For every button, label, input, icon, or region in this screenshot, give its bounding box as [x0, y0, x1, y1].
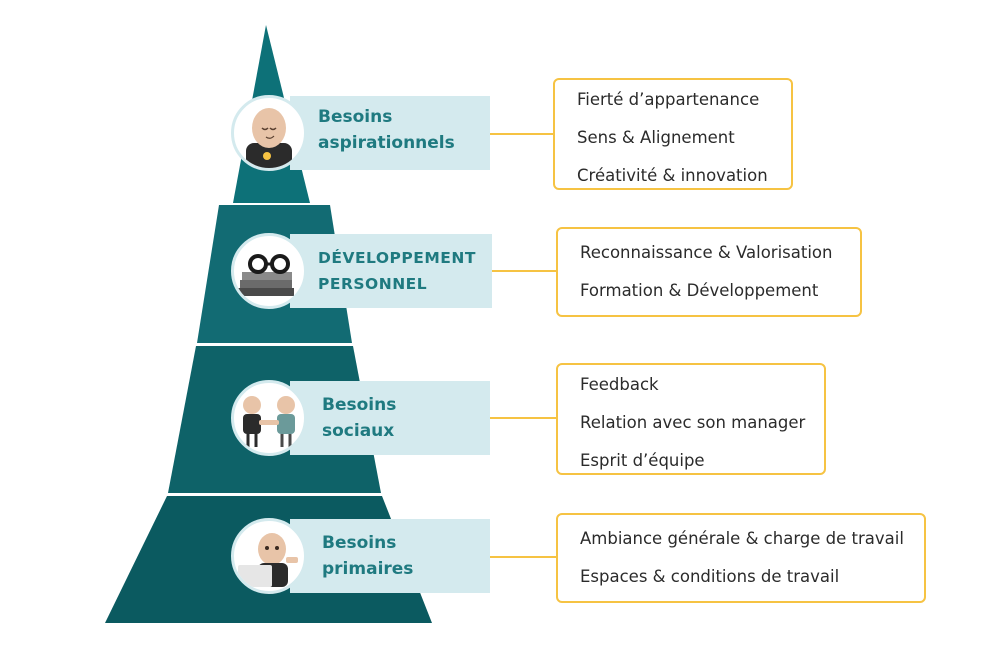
connector-1: [490, 133, 554, 135]
connector-4: [490, 556, 558, 558]
detail-item: Fierté d’appartenance: [577, 90, 760, 109]
detail-item: Relation avec son manager: [580, 413, 806, 432]
level-title-line1: développement: [318, 249, 476, 267]
detail-item: Feedback: [580, 375, 659, 394]
level-label-primary: Besoins primaires: [290, 519, 490, 593]
detail-item: Esprit d’équipe: [580, 451, 705, 470]
connector-3: [490, 417, 558, 419]
detail-item: Créativité & innovation: [577, 166, 768, 185]
level-label-personal: développement personnel: [290, 234, 492, 308]
level-label-aspirational: Besoins aspirationnels: [290, 96, 490, 170]
level-title-line2: primaires: [322, 559, 414, 579]
level-title-line1: Besoins: [318, 107, 393, 127]
detail-item: Sens & Alignement: [577, 128, 735, 147]
detail-box-personal: Reconnaissance & Valorisation Formation …: [556, 227, 862, 317]
detail-box-primary: Ambiance générale & charge de travail Es…: [556, 513, 926, 603]
detail-box-aspirational: Fierté d’appartenance Sens & Alignement …: [553, 78, 793, 190]
level-label-social: Besoins sociaux: [290, 381, 490, 455]
detail-item: Ambiance générale & charge de travail: [580, 529, 904, 548]
glasses-books-icon: [231, 233, 307, 309]
connector-2: [492, 270, 558, 272]
laptop-person-icon: [231, 518, 307, 594]
level-title-line2: personnel: [318, 275, 428, 293]
level-title-line2: sociaux: [322, 421, 395, 441]
level-title-line1: Besoins: [322, 395, 397, 415]
level-title-line2: aspirationnels: [318, 133, 455, 153]
level-title-line1: Besoins: [322, 533, 397, 553]
handshake-icon: [231, 380, 307, 456]
detail-item: Reconnaissance & Valorisation: [580, 243, 833, 262]
detail-item: Espaces & conditions de travail: [580, 567, 840, 586]
detail-item: Formation & Développement: [580, 281, 819, 300]
detail-box-social: Feedback Relation avec son manager Espri…: [556, 363, 826, 475]
medal-person-icon: [231, 95, 307, 171]
